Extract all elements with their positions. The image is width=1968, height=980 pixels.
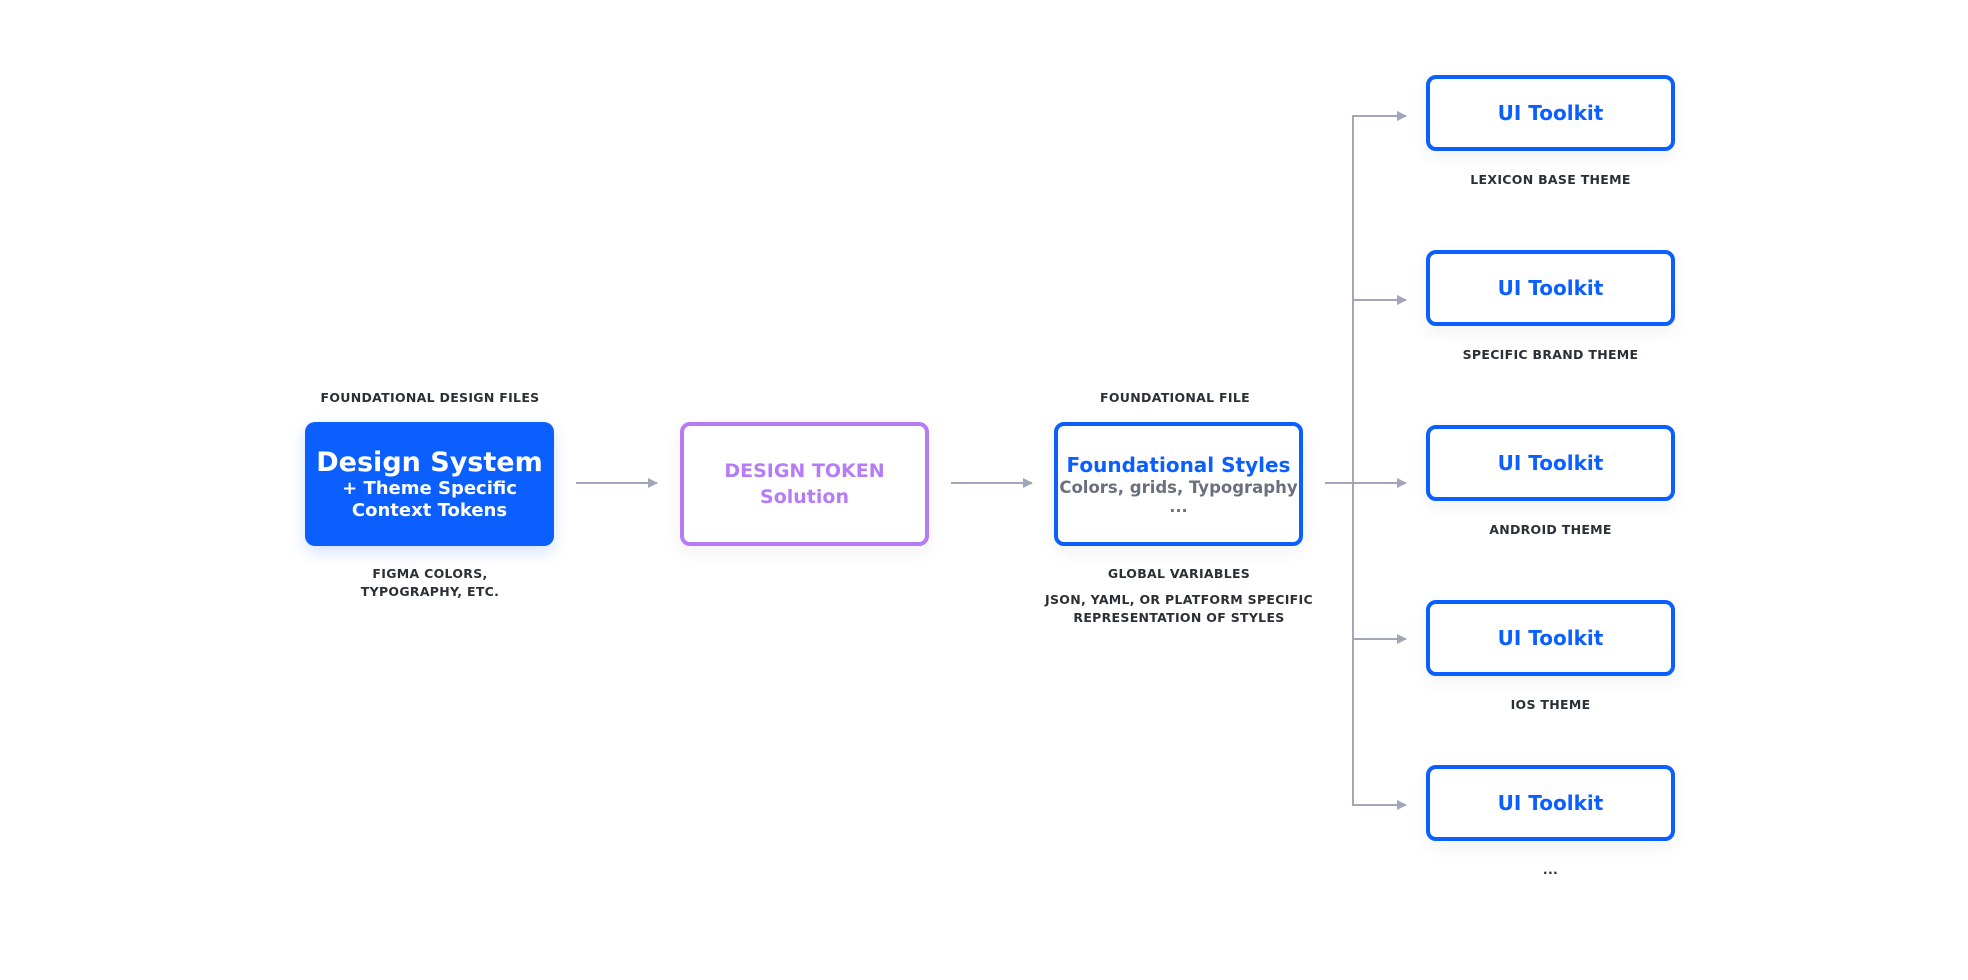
ios-theme-caption: IOS THEME <box>1510 697 1591 712</box>
foundational-styles-subtitle: Colors, grids, Typography <box>1059 477 1298 497</box>
ui-toolkit-node-5: UI Toolkit <box>1426 765 1675 841</box>
ui-toolkit-label: UI Toolkit <box>1497 276 1604 300</box>
design-token-line-2: Solution <box>760 486 849 508</box>
design-token-node: DESIGN TOKEN Solution <box>680 422 929 546</box>
ui-toolkit-label: UI Toolkit <box>1497 626 1604 650</box>
ui-toolkit-node-2: UI Toolkit <box>1426 250 1675 326</box>
figma-caption-1: FIGMA COLORS, <box>372 566 488 581</box>
design-system-title: Design System <box>316 446 543 478</box>
ui-toolkit-label: UI Toolkit <box>1497 451 1604 475</box>
ui-toolkit-label: UI Toolkit <box>1497 791 1604 815</box>
design-system-node: Design System + Theme Specific Context T… <box>305 422 554 546</box>
ui-toolkit-node-4: UI Toolkit <box>1426 600 1675 676</box>
design-files-caption: FOUNDATIONAL DESIGN FILES <box>320 390 540 405</box>
styles-note-1: JSON, YAML, OR PLATFORM SPECIFIC <box>1045 592 1313 607</box>
styles-note-2: REPRESENTATION OF STYLES <box>1073 610 1285 625</box>
ui-toolkit-label: UI Toolkit <box>1497 101 1604 125</box>
figma-caption-2: TYPOGRAPHY, ETC. <box>360 584 500 599</box>
foundational-styles-more: ... <box>1169 496 1188 516</box>
global-variables-caption: GLOBAL VARIABLES <box>1107 566 1251 581</box>
ui-toolkit-node-3: UI Toolkit <box>1426 425 1675 501</box>
more-themes-caption: ... <box>1542 862 1559 877</box>
design-system-subtitle-1: + Theme Specific <box>342 477 517 499</box>
design-system-subtitle-2: Context Tokens <box>351 499 508 521</box>
foundational-file-caption: FOUNDATIONAL FILE <box>1100 390 1250 405</box>
android-theme-caption: ANDROID THEME <box>1489 522 1612 537</box>
foundational-styles-node: Foundational Styles Colors, grids, Typog… <box>1054 422 1303 546</box>
design-token-line-1: DESIGN TOKEN <box>724 460 885 482</box>
specific-brand-theme-caption: SPECIFIC BRAND THEME <box>1462 347 1639 362</box>
lexicon-base-theme-caption: LEXICON BASE THEME <box>1470 172 1631 187</box>
foundational-styles-title: Foundational Styles <box>1066 452 1291 477</box>
ui-toolkit-node-1: UI Toolkit <box>1426 75 1675 151</box>
